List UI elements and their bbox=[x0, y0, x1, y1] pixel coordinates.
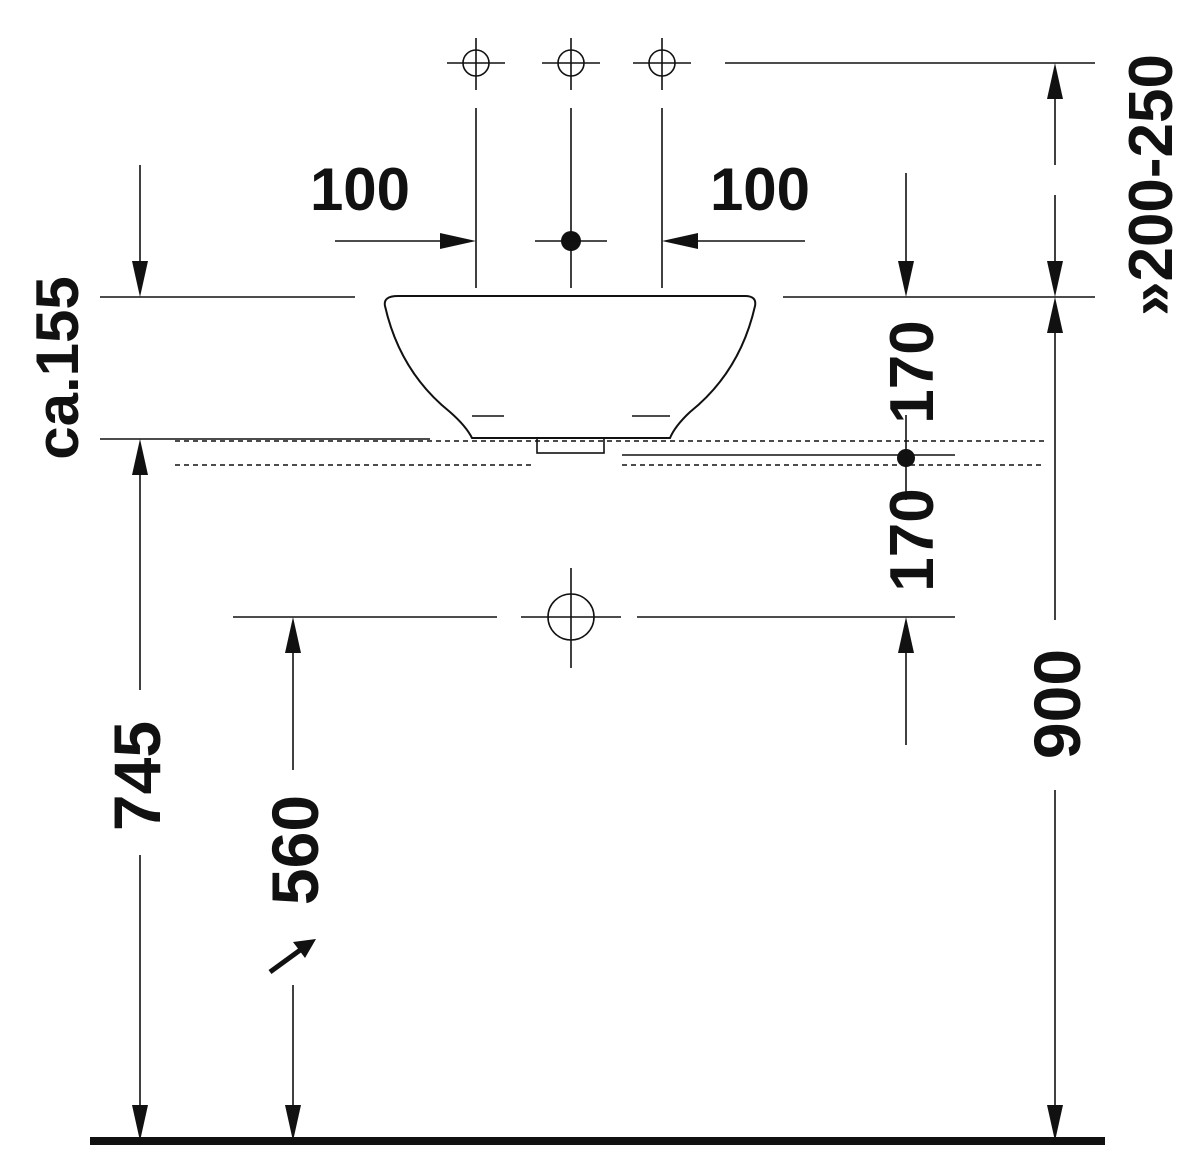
dimension-counter-height: 745 bbox=[100, 721, 174, 831]
arrow-left-icon bbox=[662, 233, 698, 249]
dimension-side-upper: 170 bbox=[878, 320, 947, 423]
tap-hole-left-icon bbox=[447, 38, 505, 90]
tap-hole-right-icon bbox=[633, 38, 691, 90]
dimension-right-spacing: 100 bbox=[710, 156, 810, 223]
drain-outlet bbox=[536, 437, 605, 454]
basin-bowl bbox=[383, 295, 757, 439]
dimension-left-spacing: 100 bbox=[310, 156, 410, 223]
tap-hole-center-icon bbox=[542, 38, 600, 90]
dimension-total-height: 900 bbox=[1020, 649, 1094, 759]
dimension-bowl-height: ca.155 bbox=[24, 276, 91, 460]
arrow-right-icon bbox=[440, 233, 476, 249]
dimension-drain-height: 560 bbox=[258, 795, 332, 905]
dimension-tap-height: »200-250 bbox=[1117, 54, 1186, 316]
pointer-arrow-icon bbox=[293, 939, 316, 958]
waste-outlet-icon bbox=[521, 568, 621, 668]
dimension-side-lower: 170 bbox=[878, 488, 947, 591]
